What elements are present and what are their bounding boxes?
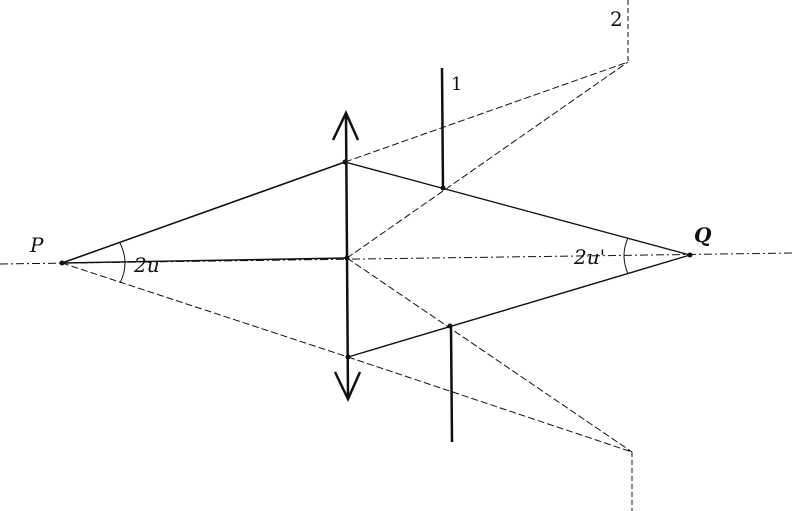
ray-lens-top-to-2 <box>344 61 629 163</box>
label-q: Q <box>694 223 712 247</box>
point-p <box>59 260 65 266</box>
ray-lens-bottom-to-lower-2 <box>347 356 633 453</box>
ray-center-to-2 <box>346 61 629 259</box>
screen-1-lower-intersection <box>447 323 453 329</box>
angle-arc-2u <box>119 242 126 284</box>
label-screen-2: 2 <box>610 7 623 31</box>
label-2u-prime: 2u' <box>573 245 605 269</box>
ray-p-to-center <box>61 257 348 264</box>
angle-arc-2u-prime <box>623 237 629 275</box>
screen-1-intersection <box>440 185 446 191</box>
ray-p-to-lens-bottom <box>61 262 349 358</box>
lens-center-point <box>344 255 350 261</box>
ray-lens-bottom-to-q <box>347 254 691 358</box>
lens-top-point <box>342 159 348 165</box>
label-screen-1: 1 <box>451 74 462 95</box>
screen-1-upper <box>440 67 445 190</box>
lens-top-arrowhead <box>331 110 360 141</box>
screen-1-lower <box>449 325 454 443</box>
ray-lens-top-to-q <box>344 161 691 256</box>
lens-bottom-arrowhead <box>333 371 362 402</box>
label-2u: 2u <box>133 253 160 277</box>
lens-bottom-point <box>345 354 351 360</box>
ray-p-to-lens-top <box>61 161 346 264</box>
label-p: P <box>29 233 44 257</box>
ray-center-to-lower-2 <box>346 257 633 453</box>
point-q <box>687 252 693 258</box>
